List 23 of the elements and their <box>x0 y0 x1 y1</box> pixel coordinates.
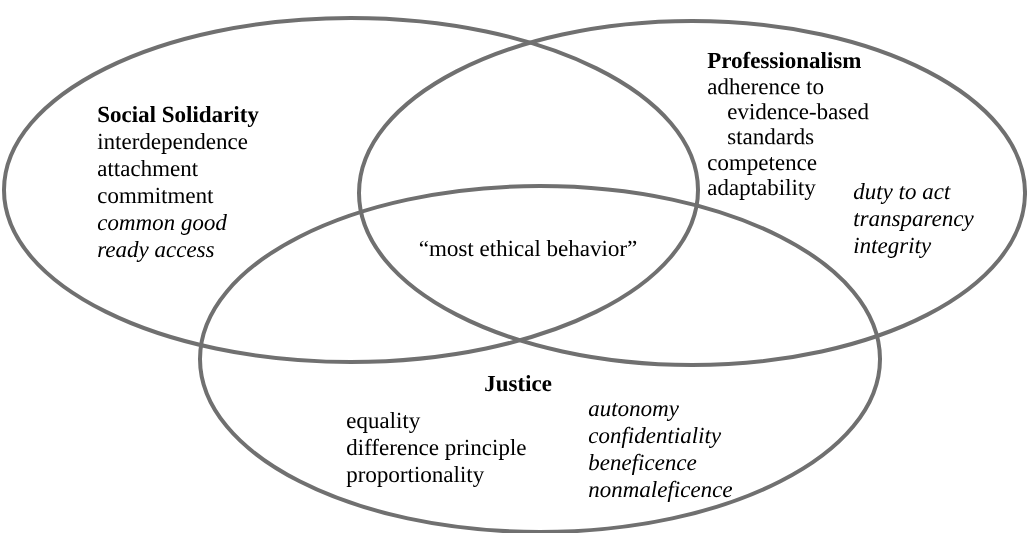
list-item: attachment <box>98 160 198 177</box>
list-item: proportionality <box>346 466 485 487</box>
list-item: transparency <box>854 213 974 231</box>
list-item: confidentiality <box>588 426 722 448</box>
list-item: duty to act <box>853 183 951 204</box>
list-item: common good <box>97 214 227 235</box>
heading: Justice <box>485 375 552 392</box>
list-item: integrity <box>854 237 932 258</box>
list-item: ready access <box>98 241 214 262</box>
list-item: interdependence <box>97 133 248 154</box>
heading: Professionalism <box>707 51 861 69</box>
list-item: equality <box>347 412 421 433</box>
list-item: nonmaleficence <box>589 480 733 502</box>
ellipse <box>2 16 700 364</box>
list-item: commitment <box>98 187 214 204</box>
center-label: “most ethical behavior” <box>419 240 637 257</box>
list-item: competence <box>708 157 817 175</box>
list-item: beneficence <box>589 453 697 475</box>
ellipse <box>357 19 1027 367</box>
list-item: autonomy <box>588 403 679 421</box>
list-item: difference principle <box>347 438 526 460</box>
heading: Social Solidarity <box>98 106 259 127</box>
list-item: adaptability <box>708 179 816 200</box>
